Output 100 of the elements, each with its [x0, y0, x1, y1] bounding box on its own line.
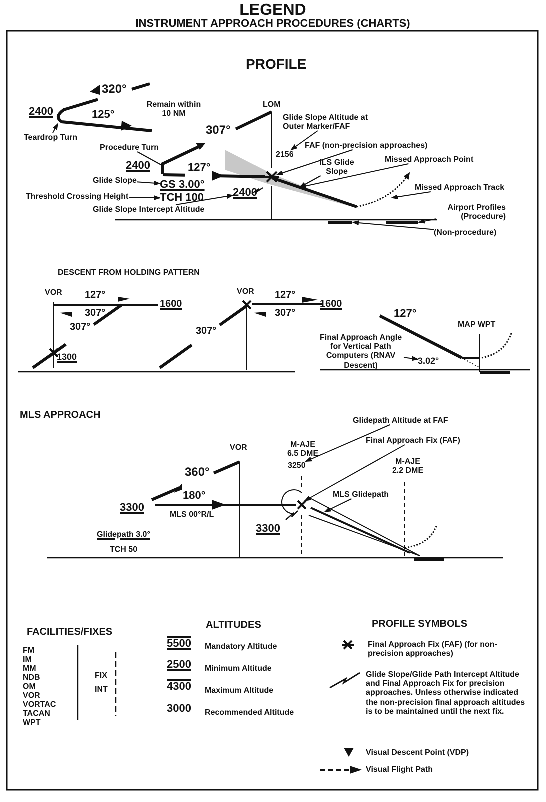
- glidepath-label: Glidepath 3.0°: [97, 530, 150, 540]
- heading-label: 180°: [183, 490, 206, 503]
- leader-line: [352, 220, 434, 230]
- leader-line: [176, 194, 234, 206]
- leader-line: [404, 356, 419, 362]
- leader-line: [276, 150, 354, 176]
- altitude-description: Mandatory Altitude: [205, 642, 278, 652]
- facility-name: FM: [23, 646, 35, 656]
- column-heading: FACILITIES/FIXES: [27, 627, 113, 638]
- fix-name: VOR: [230, 443, 248, 452]
- facility-name: WPT: [23, 718, 41, 728]
- altitude-value: 3250: [288, 461, 306, 470]
- heading-label: 127°: [275, 290, 296, 302]
- leader-line: [128, 195, 161, 200]
- leader-line: [391, 192, 432, 200]
- glide-slope-track: [272, 176, 358, 208]
- heading-label: 127°: [85, 290, 106, 302]
- facility-name: VORTAC: [23, 700, 56, 710]
- facility-name: VOR: [23, 691, 40, 700]
- altitude-value: 2400: [126, 160, 150, 173]
- callout-text: FAF (non-precision approaches): [305, 141, 428, 150]
- heading-label: 320°: [102, 83, 127, 97]
- altitude-value: 1600: [320, 299, 342, 310]
- altitude-description: Minimum Altitude: [205, 664, 272, 674]
- tch-label: TCH 100: [160, 192, 204, 205]
- callout-text: MLS Glidepath: [333, 490, 389, 500]
- angle-label: 3.02°: [418, 356, 440, 366]
- altitude-value: 4300: [167, 681, 192, 694]
- fix-name: LOM: [263, 100, 281, 110]
- heading-label: 360°: [185, 466, 210, 480]
- heading-label: 307°: [85, 308, 106, 320]
- altitude-description: Recommended Altitude: [205, 708, 294, 718]
- column-heading: ALTITUDES: [206, 620, 262, 632]
- callout-text: Final Approach Fix (FAF): [366, 436, 460, 446]
- heading-label: 307°: [70, 322, 91, 334]
- fix-name: VOR: [45, 288, 62, 298]
- column-heading: PROFILE SYMBOLS: [372, 619, 468, 630]
- heading-label: 127°: [188, 162, 211, 175]
- callout-text: Procedure Turn: [100, 143, 159, 152]
- callout-text: ILS Glide Slope: [312, 158, 362, 176]
- section-title: DESCENT FROM HOLDING PATTERN: [58, 268, 200, 278]
- fix-name: MAP WPT: [458, 320, 496, 330]
- altitude-value: 3000: [167, 703, 192, 716]
- callout-text: Glide Slope: [93, 176, 138, 186]
- legend-text: Final Approach Fix (FAF) (for non-precision approaches): [368, 640, 498, 658]
- fix-label: INT: [95, 685, 108, 694]
- facility-name: MM: [23, 664, 36, 674]
- altitude-value: 2500: [167, 659, 192, 672]
- section-title: PROFILE: [246, 56, 307, 72]
- callout-text: Glidepath Altitude at FAF: [353, 416, 448, 426]
- leader-line: [290, 130, 318, 151]
- facility-name: NDB: [23, 673, 40, 682]
- course-label: MLS 00°R/L: [170, 510, 214, 520]
- fix-name: M-AJE 2.2 DME: [391, 457, 425, 476]
- leader-line: [324, 498, 352, 512]
- procedure-turn-track: [162, 110, 274, 176]
- altitude-value: 5500: [167, 638, 192, 651]
- altitude-value: 1300: [57, 352, 78, 362]
- tch-label: TCH 50: [110, 545, 138, 554]
- altitude-description: Maximum Altitude: [205, 686, 274, 696]
- note-text: Remain within 10 NM: [146, 100, 202, 118]
- fix-name: M-AJE 6.5 DME: [286, 440, 320, 458]
- altitude-value: 2156: [276, 150, 294, 160]
- fix-symbol: [264, 171, 280, 183]
- callout-text: Missed Approach Track: [415, 183, 505, 192]
- altitude-value: 3300: [256, 523, 280, 536]
- heading-label: 127°: [394, 308, 417, 321]
- fix-symbol: [297, 500, 307, 510]
- callout-text: Glide Slope Intercept Altitude: [93, 205, 205, 214]
- heading-label: 307°: [206, 124, 231, 138]
- callout-text: Glide Slope Altitude at Outer Marker/FAF: [283, 113, 378, 132]
- heading-label: 307°: [275, 308, 296, 320]
- altitude-value: 3300: [120, 502, 144, 515]
- leader-line: [304, 444, 406, 502]
- heading-label: 307°: [196, 326, 217, 338]
- callout-text: Teardrop Turn: [24, 133, 78, 142]
- leader-line: [52, 123, 58, 134]
- subtitle: INSTRUMENT APPROACH PROCEDURES (CHARTS): [134, 18, 412, 31]
- facility-name: IM: [23, 655, 32, 664]
- runway-bar: [328, 221, 352, 224]
- glide-slope-label: GS 3.00°: [160, 179, 205, 192]
- facility-name: OM: [23, 682, 36, 692]
- section-title: MLS APPROACH: [20, 410, 101, 422]
- callout-text: (Non-procedure): [434, 228, 497, 238]
- altitude-value: 2400: [29, 106, 54, 119]
- callout-text: Final Approach Angle for Vertical Path Computers (RNAV Descent): [318, 333, 404, 370]
- callout-text: Airport Profiles (Procedure): [436, 203, 506, 222]
- callout-text: Threshold Crossing Height: [26, 192, 129, 202]
- callout-text: Missed Approach Point: [385, 155, 474, 164]
- runway-bar: [386, 221, 418, 224]
- legend-text: Glide Slope/Glide Path Intercept Altitude and Final Approach Fix for precision approaches. Unless otherwise indicated the non-precision final approach altitudes is to be maintained until the next fix.: [366, 670, 526, 716]
- legend-text: Visual Flight Path: [366, 765, 433, 774]
- leader-line: [418, 218, 436, 224]
- title: LEGEND: [238, 2, 308, 19]
- facility-name: TACAN: [23, 709, 50, 718]
- leader-line: [305, 424, 391, 462]
- altitude-value: 1600: [160, 299, 182, 310]
- heading-label: 125°: [92, 109, 115, 122]
- missed-approach-track: [356, 172, 410, 208]
- fix-name: VOR: [237, 287, 254, 296]
